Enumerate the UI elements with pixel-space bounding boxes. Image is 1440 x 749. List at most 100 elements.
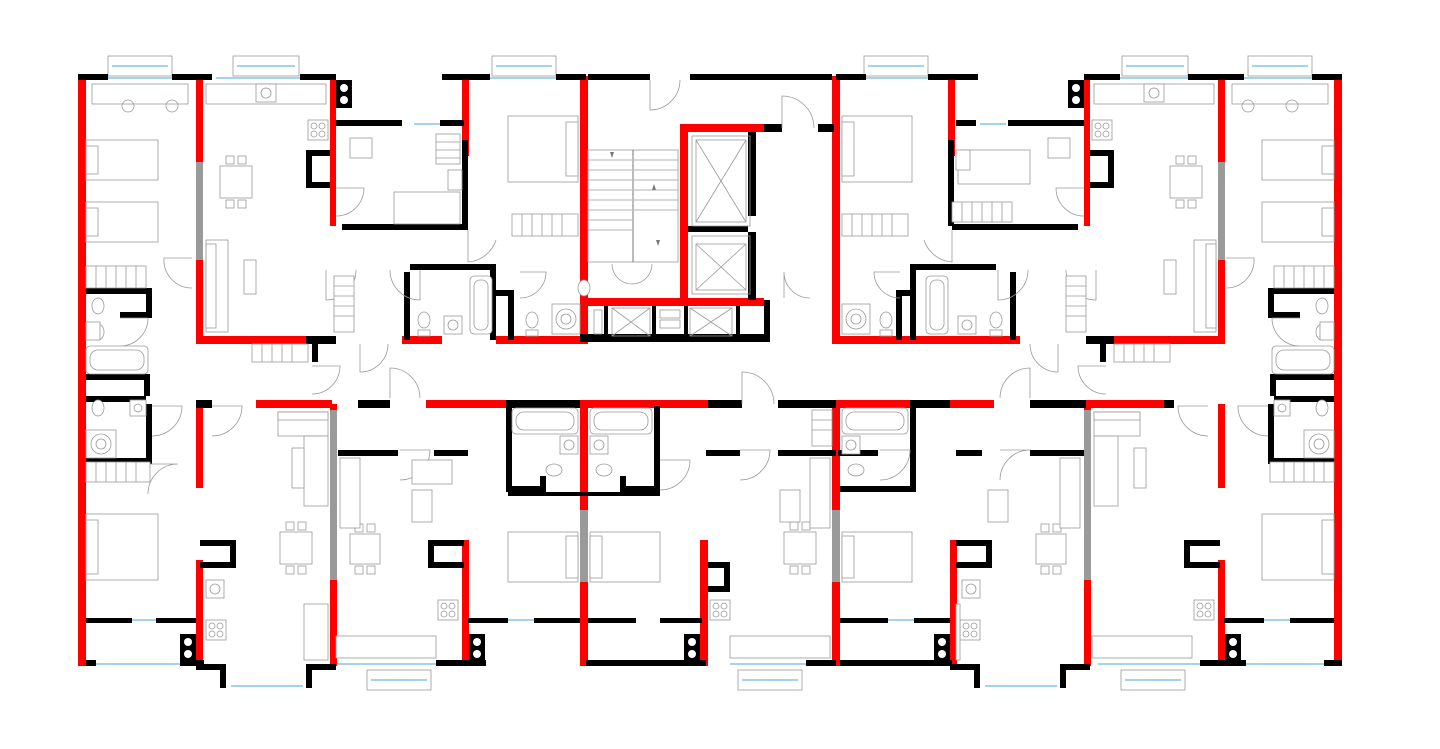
- sink-icon: [129, 399, 147, 417]
- doors: [119, 79, 1301, 495]
- door-swing-icon: [879, 449, 911, 481]
- sofa-icon: [205, 239, 229, 333]
- ventilation-shaft-icon: [336, 80, 352, 108]
- bed-icon: [507, 531, 579, 583]
- toilet-icon: [595, 463, 613, 477]
- door-swing-icon: [163, 257, 193, 289]
- sink-icon: [1319, 321, 1335, 341]
- balcony-icon: [737, 669, 803, 691]
- door-swing-icon: [467, 230, 497, 263]
- door-swing-icon: [659, 459, 691, 491]
- toilet-icon: [1315, 399, 1329, 417]
- dining-table-icon: [1169, 155, 1203, 209]
- sofa-icon: [1193, 239, 1217, 333]
- elevator-icon: [691, 235, 751, 295]
- beds: [85, 115, 1335, 583]
- stove-icon: [437, 599, 459, 621]
- door-swing-icon: [1029, 343, 1059, 373]
- door-swing-icon: [1055, 187, 1085, 217]
- sofa-icon: [339, 457, 433, 529]
- sink-icon: [589, 435, 609, 455]
- elevator-icon: [691, 135, 751, 227]
- door-swing-icon: [1271, 317, 1301, 347]
- ventilation-shaft-icon: [684, 634, 700, 662]
- toilet-icon: [545, 463, 563, 477]
- balcony-icon: [1247, 55, 1313, 77]
- bathtub-icon: [1271, 345, 1335, 375]
- stove-icon: [959, 619, 981, 641]
- bed-icon: [589, 531, 661, 583]
- door-swing-icon: [211, 405, 243, 437]
- shower-icon: [841, 303, 871, 335]
- shower-icon: [551, 303, 581, 335]
- door-swing-icon: [359, 343, 389, 373]
- bed-icon: [85, 201, 159, 243]
- balcony-icon: [366, 669, 432, 691]
- door-swing-icon: [997, 269, 1029, 301]
- door-swing-icon: [311, 365, 341, 395]
- bathtub-icon: [85, 345, 149, 375]
- sofa-icon: [277, 411, 329, 507]
- dining-table-icon: [349, 523, 381, 575]
- bathtub-icon: [469, 275, 493, 335]
- bathrooms: [85, 83, 1335, 599]
- ventilation-shaft-icon: [934, 634, 950, 662]
- toilet-icon: [879, 311, 893, 337]
- toilet-icon: [577, 279, 591, 297]
- toilet-icon: [417, 311, 431, 337]
- door-swing-icon: [147, 463, 179, 495]
- door-swing-icon: [389, 269, 421, 301]
- sink-icon: [255, 83, 277, 103]
- balcony-icon: [1120, 669, 1186, 691]
- toilet-icon: [91, 399, 105, 417]
- door-swing-icon: [873, 271, 901, 299]
- stove-icon: [709, 599, 731, 621]
- wardrobes: [85, 133, 1335, 483]
- sofa-icon: [411, 459, 453, 485]
- door-swing-icon: [1237, 405, 1269, 437]
- door-swing-icon: [923, 230, 953, 263]
- ventilation-shaft-icon: [469, 634, 485, 662]
- door-swing-icon: [335, 187, 365, 217]
- dining-table-icon: [279, 521, 313, 575]
- sink-icon: [559, 435, 579, 455]
- balcony-icon: [232, 55, 300, 77]
- bed-icon: [841, 115, 913, 183]
- bed-icon: [1261, 513, 1335, 581]
- toilet-icon: [989, 311, 1003, 337]
- door-swing-icon: [781, 95, 815, 129]
- partition-walls: [78, 74, 1342, 688]
- stove-icon: [205, 619, 227, 641]
- toilet-icon: [847, 463, 865, 477]
- ventilation-shaft-icon: [1068, 80, 1084, 108]
- toilet-icon: [91, 297, 105, 315]
- dining-tables: [219, 155, 1203, 575]
- load-bearing-walls: [78, 76, 1342, 666]
- sink-icon: [1273, 399, 1291, 417]
- dining-table-icon: [1035, 523, 1067, 575]
- desks: [91, 83, 1329, 191]
- toilet-icon: [525, 311, 539, 337]
- kitchens: [205, 83, 1215, 661]
- dining-table-icon: [219, 155, 253, 209]
- sofa-icon: [987, 457, 1081, 529]
- bed-icon: [507, 115, 579, 183]
- toilet-icon: [1315, 297, 1329, 315]
- sink-icon: [85, 321, 101, 341]
- door-swing-icon: [1077, 365, 1107, 395]
- sink-icon: [957, 315, 977, 335]
- door-swing-icon: [739, 449, 771, 481]
- ventilation-shafts: [180, 80, 1241, 662]
- shower-icon: [1303, 429, 1335, 459]
- top-balconies: [107, 55, 1313, 77]
- stove-icon: [307, 119, 329, 141]
- door-swing-icon: [741, 371, 775, 405]
- balcony-icon: [107, 55, 173, 77]
- dining-table-icon: [783, 521, 817, 575]
- light-partitions: [196, 162, 1225, 582]
- stair-core: [587, 135, 751, 337]
- bed-icon: [85, 139, 159, 181]
- bed-icon: [393, 191, 461, 225]
- stove-icon: [1193, 599, 1215, 621]
